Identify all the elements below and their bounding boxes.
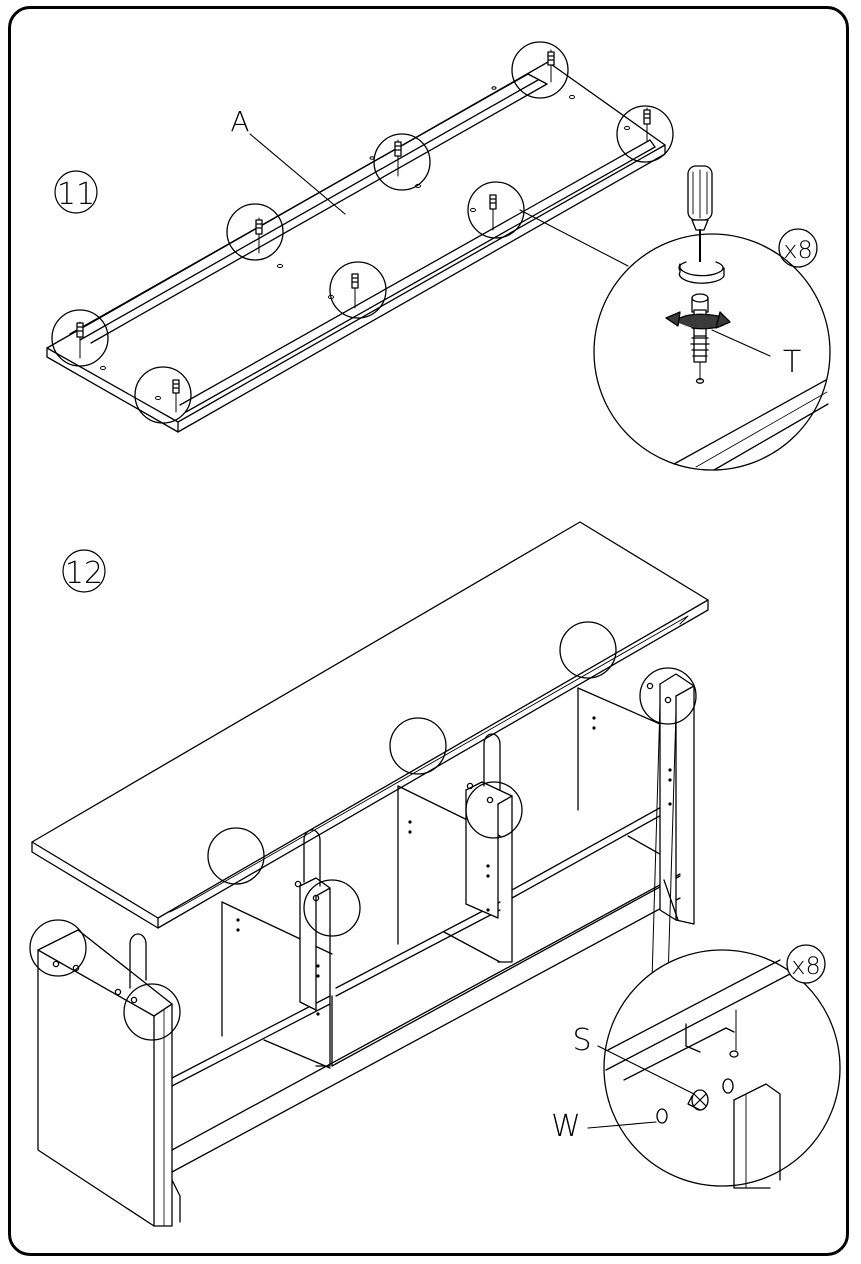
cam-callouts bbox=[29, 621, 697, 1041]
step-12: 12 bbox=[29, 521, 841, 1227]
cam-bolt-label: T bbox=[783, 345, 801, 380]
quantity-badge: x8 bbox=[786, 944, 826, 984]
page-border bbox=[8, 6, 849, 1256]
step-11: 11 A bbox=[46, 41, 831, 471]
detail-leader bbox=[519, 209, 629, 267]
bolt-callout bbox=[329, 261, 387, 319]
panel-a-label: A bbox=[230, 105, 249, 138]
bolt-callout bbox=[51, 309, 109, 367]
quantity-label: x8 bbox=[791, 952, 820, 980]
dowel-icon bbox=[656, 1108, 668, 1124]
cam-ring bbox=[678, 261, 725, 284]
shelf-pin-holes bbox=[236, 716, 672, 1016]
screwdriver-icon bbox=[687, 165, 713, 283]
bolt-callout bbox=[373, 133, 431, 191]
step-12-detail: S W x8 bbox=[551, 703, 841, 1189]
step-11-detail: T x8 bbox=[519, 165, 831, 471]
cam-lock-leader bbox=[597, 1045, 695, 1095]
cam-lock-label: S bbox=[572, 1023, 591, 1058]
step-11-number: 11 bbox=[57, 177, 95, 212]
tv-stand bbox=[29, 521, 709, 1227]
bolt-callout bbox=[511, 41, 569, 99]
cam-holes bbox=[52, 682, 672, 1004]
detail-leader bbox=[651, 703, 661, 981]
quantity-badge: x8 bbox=[778, 228, 818, 268]
quantity-label: x8 bbox=[783, 236, 812, 264]
panel-a: A bbox=[46, 41, 674, 433]
rotate-arrow-icon bbox=[665, 311, 731, 330]
dowel-leader bbox=[587, 1121, 657, 1129]
step-12-badge: 12 bbox=[62, 549, 106, 593]
panel-a-leader bbox=[249, 133, 346, 215]
bolt-callout bbox=[226, 203, 284, 261]
cam-bolt-leader bbox=[711, 329, 771, 357]
dowel-label: W bbox=[551, 1109, 581, 1144]
bolt-callout bbox=[616, 105, 674, 163]
cam-lock-icon bbox=[687, 1089, 709, 1111]
bolt-callout bbox=[134, 366, 192, 424]
step-11-badge: 11 bbox=[54, 170, 98, 214]
bolt-callout bbox=[467, 181, 525, 239]
step-12-number: 12 bbox=[65, 556, 103, 591]
